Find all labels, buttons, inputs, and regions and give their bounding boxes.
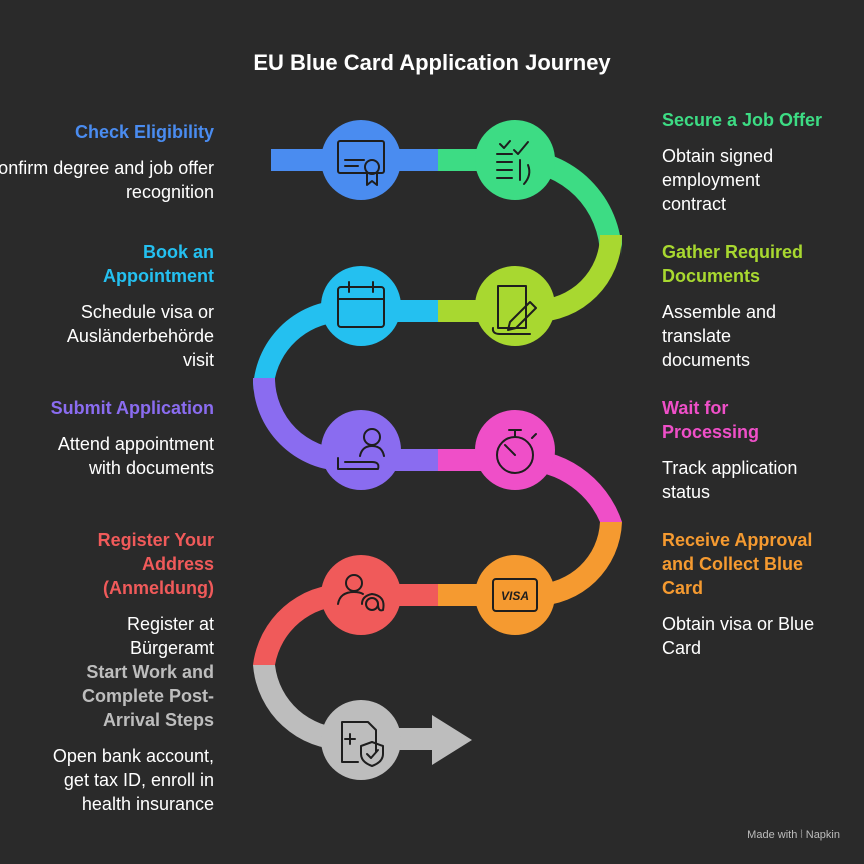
person-at-icon [337,574,385,612]
napkin-logo-icon: ⦚ [800,829,803,841]
step-title: Secure a Job Offer [662,110,823,130]
step-title: Book an Appointment [103,242,214,286]
step-job: Secure a Job Offer Obtain signed employm… [662,108,862,216]
step-wait: Wait for Processing Track application st… [662,396,862,504]
step-title: Register Your Address (Anmeldung) [97,530,214,598]
segment-submit [252,378,438,472]
node-job [475,120,555,200]
step-description: Attend appointment with documents [57,434,214,478]
step-title: Gather Required Documents [662,242,804,286]
step-description: Schedule visa or Ausländerbehörde visit [66,302,214,370]
node-submit [321,410,401,490]
step-description: Track application status [662,458,798,502]
node-wait [475,410,555,490]
node-book [321,266,401,346]
step-description: Confirm degree and job offer recognition [0,158,214,202]
medical-shield-icon [341,721,384,767]
visa-card-text: VISA [501,589,529,603]
page-title: EU Blue Card Application Journey [253,50,611,75]
step-check: Check Eligibility Confirm degree and job… [0,120,214,204]
stopwatch-icon [496,429,537,474]
footer-text: Made with [747,829,798,841]
node-register [321,555,401,635]
segment-start [253,665,472,765]
calendar-icon [337,281,385,328]
step-title: Submit Application [50,398,214,418]
step-title: Check Eligibility [74,122,214,142]
step-title: Receive Approval and Collect Blue Card [662,530,813,598]
step-description: Obtain signed employment contract [662,146,774,214]
step-title: Start Work and Complete Post-Arrival Ste… [81,662,214,730]
step-description: Open bank account, get tax ID, enroll in… [52,746,214,814]
node-approval [475,555,555,635]
step-description: Assemble and translate documents [662,302,777,370]
checklist-icon [496,140,531,185]
node-docs [475,266,555,346]
step-book: Book an Appointment Schedule visa or Aus… [0,240,214,372]
visa-card-icon [492,578,538,612]
step-register: Register Your Address (Anmeldung) Regist… [0,528,214,660]
step-submit: Submit Application Attend appointment wi… [0,396,214,480]
node-start [321,700,401,780]
segment-job [438,149,622,256]
step-docs: Gather Required Documents Assemble and t… [662,240,862,372]
step-title: Wait for Processing [662,398,760,442]
segment-book [253,300,438,392]
certificate-icon [337,140,385,186]
footer-brand: Napkin [805,829,840,841]
step-description: Register at Bürgeramt [126,614,214,658]
step-approval: Receive Approval and Collect Blue Card O… [662,528,862,660]
document-pen-icon [491,285,537,335]
step-description: Obtain visa or Blue Card [662,614,815,658]
made-with-footer: Made with ⦚ Napkin [747,829,840,842]
person-desk-icon [337,428,385,470]
step-start: Start Work and Complete Post-Arrival Ste… [0,660,214,816]
